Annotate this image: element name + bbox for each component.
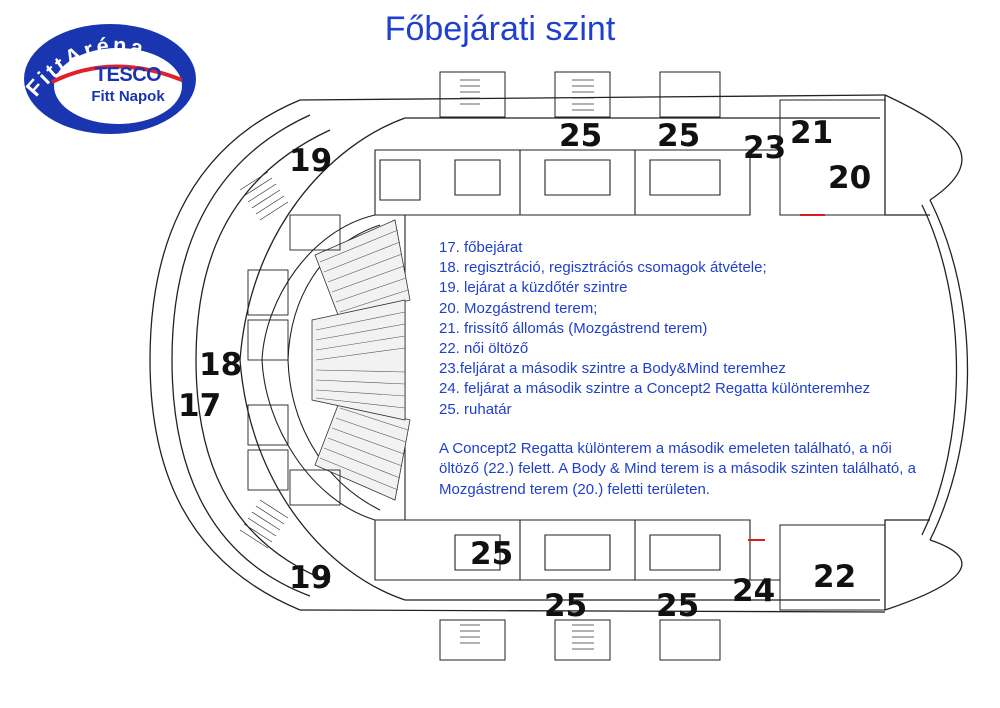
legend-item: 19. lejárat a küzdőtér szintre: [439, 279, 628, 297]
area-number-18: 18: [199, 347, 243, 383]
area-number-23: 23: [743, 130, 787, 166]
area-number-19-bottom: 19: [289, 560, 333, 596]
legend-item: 23.feljárat a második szintre a Body&Min…: [439, 360, 786, 378]
seat-rows: [315, 229, 409, 491]
door-markers: [748, 214, 825, 541]
legend: 17. főbejárat 18. regisztráció, regisztr…: [439, 238, 939, 500]
area-number-22: 22: [813, 559, 857, 595]
arena-outer-shell: [149, 94, 969, 613]
area-number-25-top-2: 25: [657, 118, 701, 154]
stairs: [239, 79, 594, 650]
fittarena-logo: FittAréna TESCO Fitt Napok: [22, 22, 198, 136]
area-number-17: 17: [178, 388, 222, 424]
legend-note: A Concept2 Regatta különterem a második …: [439, 439, 916, 498]
logo-brand: TESCO: [94, 64, 162, 86]
area-number-25-bottom-0: 25: [470, 536, 514, 572]
area-number-21: 21: [790, 115, 834, 151]
area-number-20: 20: [828, 160, 872, 196]
page-title: Főbejárati szint: [384, 10, 616, 48]
logo-ring-icon: FittAréna: [22, 24, 196, 134]
entrance-rooms: [247, 214, 341, 506]
legend-item: 22. női öltöző: [439, 340, 529, 358]
area-number-25-bottom-2: 25: [656, 588, 700, 624]
legend-item: 24. feljárat a második szintre a Concept…: [439, 380, 871, 398]
seating-blocks: [311, 219, 411, 501]
area-number-25-top-1: 25: [559, 118, 603, 154]
legend-item: 18. regisztráció, regisztrációs csomagok…: [439, 259, 767, 277]
area-number-24: 24: [732, 573, 776, 609]
legend-item: 17. főbejárat: [439, 239, 523, 256]
area-number-25-bottom-1: 25: [544, 588, 588, 624]
service-blocks: [439, 71, 886, 661]
legend-item: 25. ruhatár: [439, 400, 512, 418]
legend-item: 21. frissítő állomás (Mozgástrend terem): [439, 319, 708, 337]
area-number-19-top: 19: [289, 143, 333, 179]
legend-item: 20. Mozgástrend terem;: [439, 299, 598, 317]
logo-subtitle: Fitt Napok: [91, 88, 165, 105]
